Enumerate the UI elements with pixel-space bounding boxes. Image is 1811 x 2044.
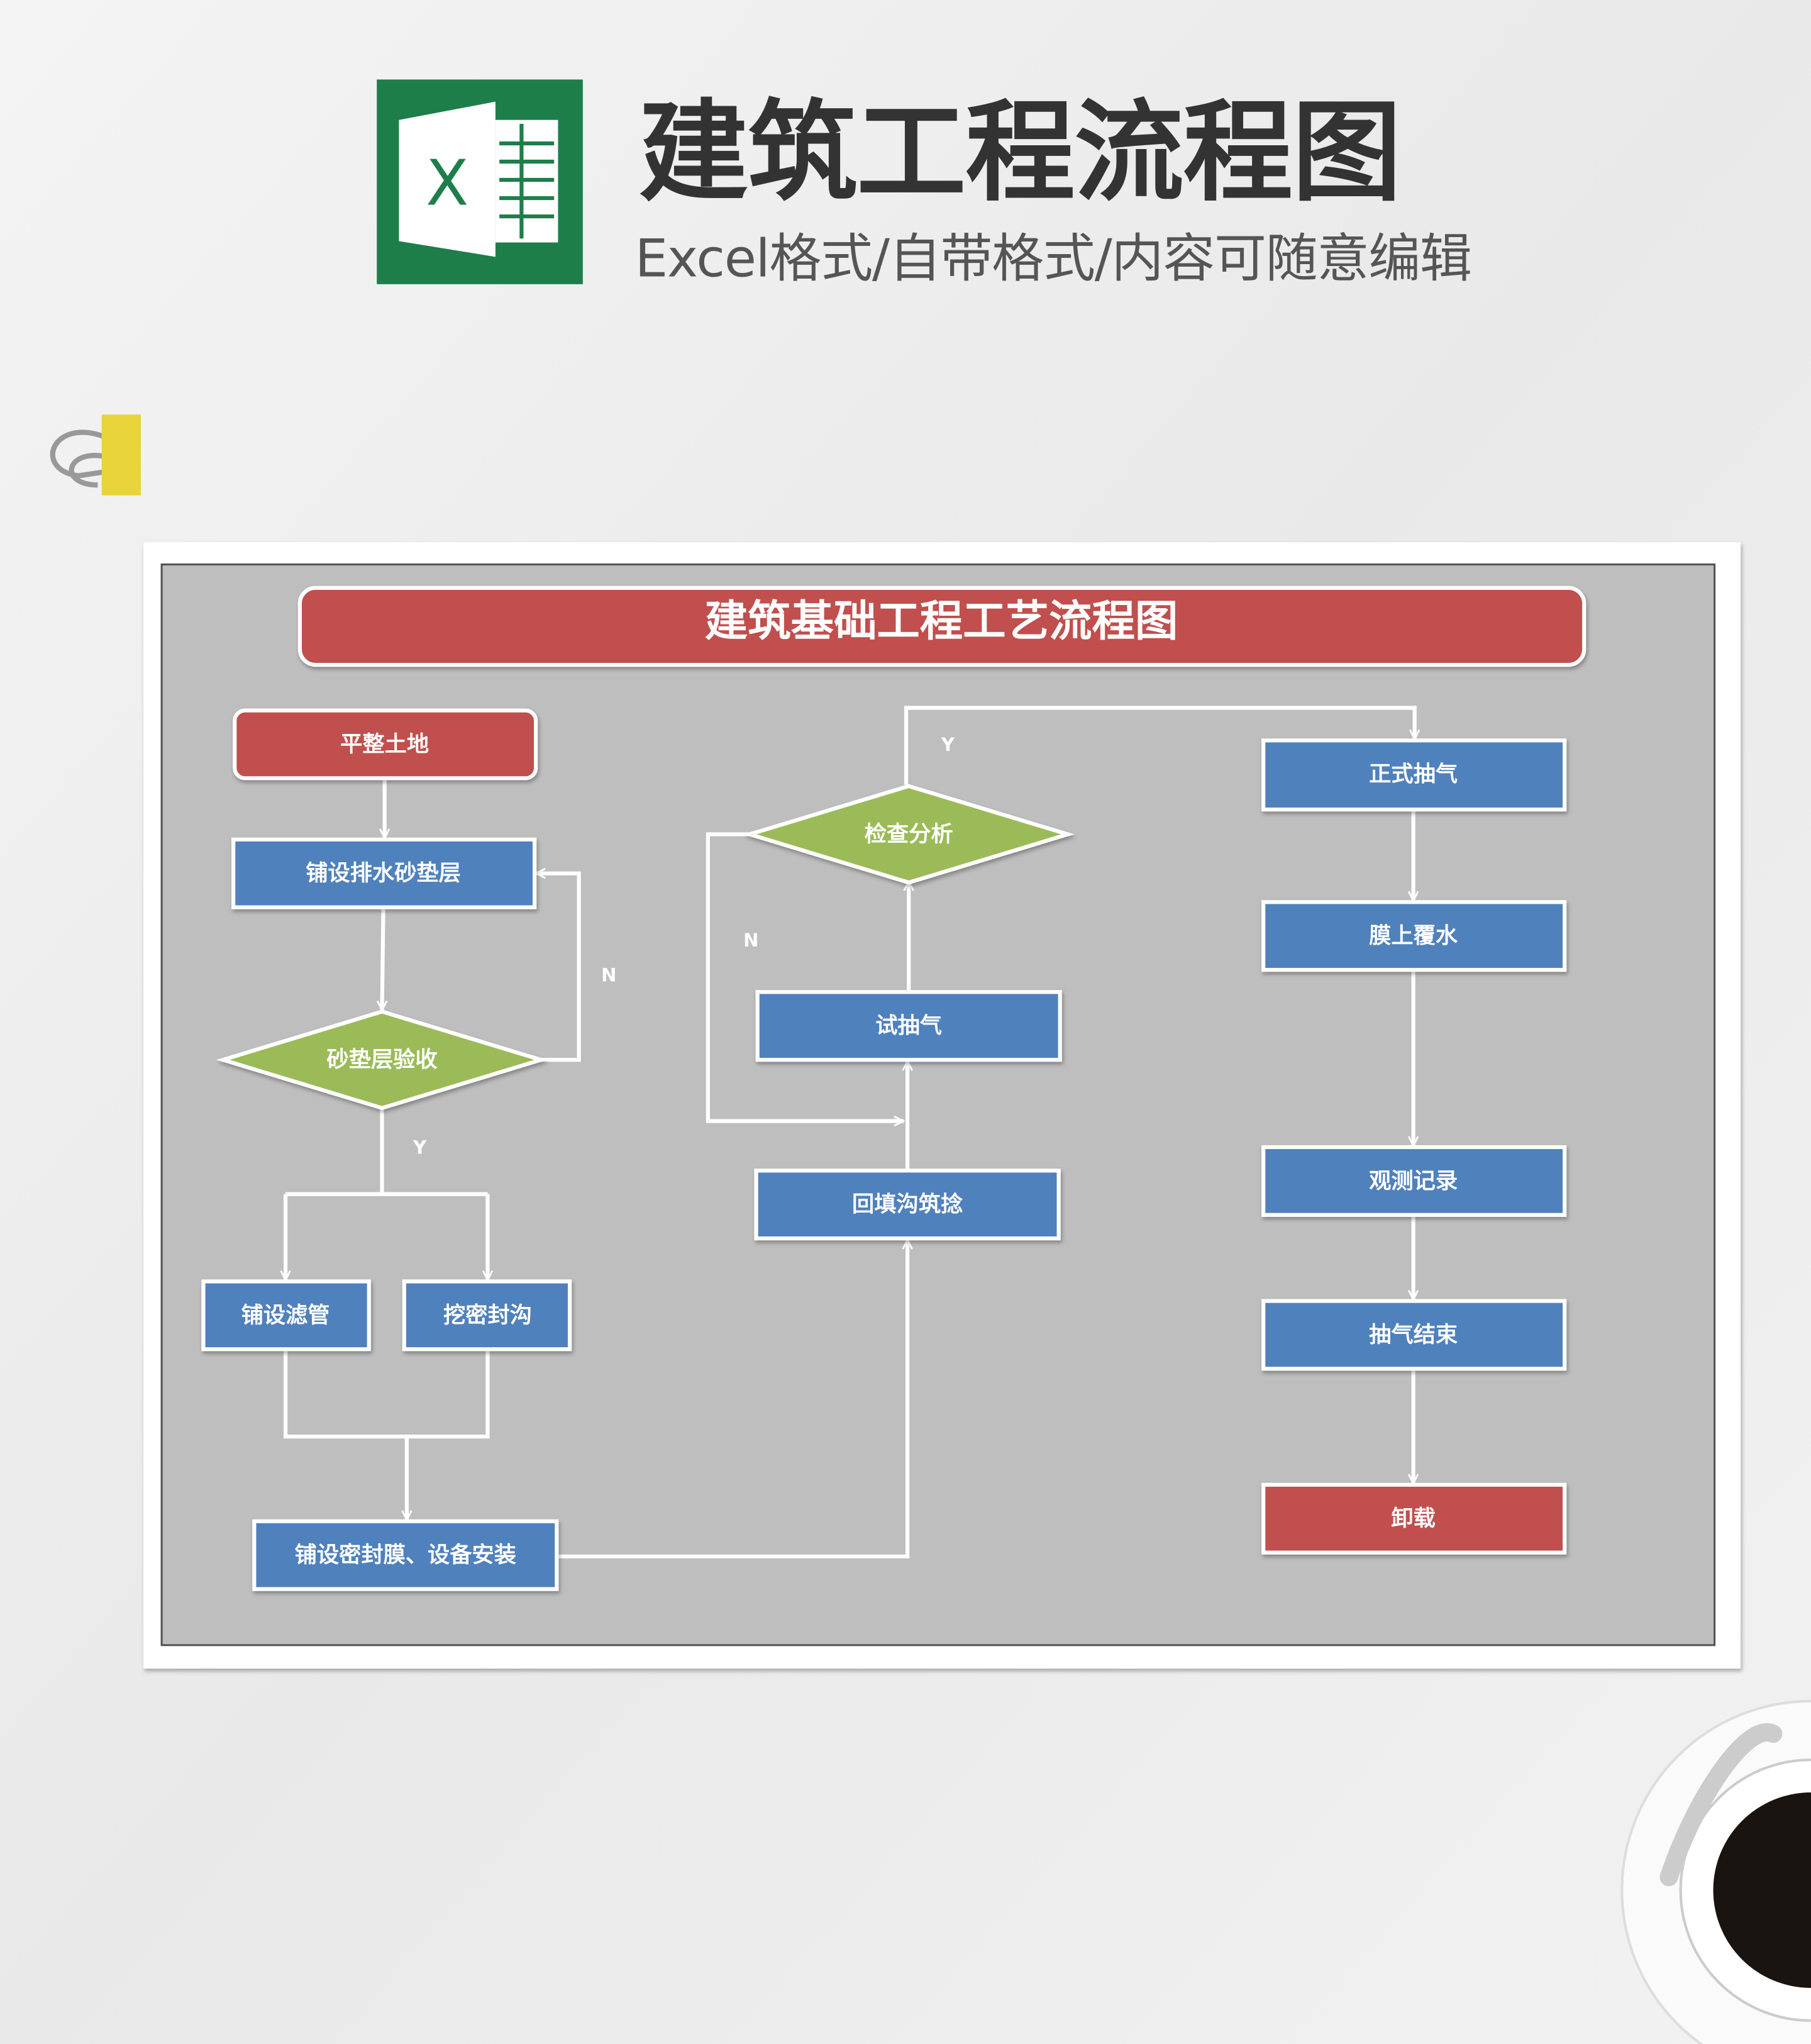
page-subtitle: Excel格式/自带格式/内容可随意编辑 bbox=[635, 228, 1472, 289]
node-label: 检查分析 bbox=[865, 821, 953, 847]
node-label: 正式抽气 bbox=[1369, 762, 1458, 787]
node-label: 挖密封沟 bbox=[443, 1302, 532, 1328]
node-observe[interactable]: 观测记录 bbox=[1261, 1145, 1567, 1217]
label-sand-no: N bbox=[601, 965, 616, 986]
node-start[interactable]: 平整土地 bbox=[233, 708, 538, 780]
decision-sand-check[interactable]: 砂垫层验收 bbox=[216, 1009, 548, 1111]
node-formal-pump[interactable]: 正式抽气 bbox=[1261, 738, 1567, 812]
node-label: 回填沟筑捻 bbox=[852, 1192, 963, 1218]
flowchart-title-bar: 建筑基础工程工艺流程图 bbox=[297, 586, 1587, 667]
node-membrane[interactable]: 铺设密封膜、设备安装 bbox=[252, 1519, 559, 1591]
label-sand-yes: Y bbox=[413, 1136, 427, 1158]
line-merge bbox=[283, 1349, 490, 1439]
flowchart-title: 建筑基础工程工艺流程图 bbox=[705, 597, 1178, 647]
label-inspect-yes: Y bbox=[941, 734, 955, 755]
node-label: 铺设滤管 bbox=[241, 1302, 330, 1328]
coffee-cup-decoration bbox=[1620, 1699, 1811, 2044]
arrow-sand-to-check bbox=[382, 907, 384, 1011]
line-check-yes-split bbox=[285, 1108, 488, 1196]
excel-logo-icon: X bbox=[377, 79, 583, 284]
page-title: 建筑工程流程图 bbox=[639, 89, 1402, 217]
node-label: 平整土地 bbox=[340, 731, 429, 757]
arrow-inspect-yes bbox=[904, 706, 1415, 785]
node-label: 抽气结束 bbox=[1369, 1322, 1458, 1348]
node-sand-layer[interactable]: 铺设排水砂垫层 bbox=[231, 837, 537, 909]
connectors bbox=[283, 706, 1415, 1558]
node-water-cover[interactable]: 膜上覆水 bbox=[1261, 900, 1567, 972]
node-pump-end[interactable]: 抽气结束 bbox=[1261, 1299, 1567, 1371]
arrow-check-no-loop bbox=[536, 874, 581, 1062]
node-filter-pipe[interactable]: 铺设滤管 bbox=[201, 1279, 371, 1352]
logo-letter: X bbox=[426, 147, 468, 219]
node-unload[interactable]: 卸载 bbox=[1261, 1482, 1567, 1555]
node-label: 膜上覆水 bbox=[1369, 923, 1458, 949]
node-label: 铺设密封膜、设备安装 bbox=[295, 1542, 516, 1568]
arrow-inspect-no-loop bbox=[706, 832, 904, 1121]
node-trial-pump[interactable]: 试抽气 bbox=[755, 990, 1062, 1062]
node-label: 卸载 bbox=[1391, 1506, 1435, 1531]
node-label: 试抽气 bbox=[875, 1013, 942, 1039]
binder-clip-icon bbox=[50, 414, 141, 496]
decision-inspect[interactable]: 检查分析 bbox=[743, 784, 1075, 885]
node-dig-trench[interactable]: 挖密封沟 bbox=[402, 1279, 572, 1352]
node-label: 观测记录 bbox=[1369, 1168, 1458, 1194]
label-inspect-no: N bbox=[743, 930, 758, 951]
node-label: 砂垫层验收 bbox=[326, 1047, 437, 1073]
arrow-membrane-to-backfill bbox=[557, 1240, 907, 1558]
node-label: 铺设排水砂垫层 bbox=[306, 860, 461, 886]
node-backfill[interactable]: 回填沟筑捻 bbox=[754, 1169, 1061, 1241]
